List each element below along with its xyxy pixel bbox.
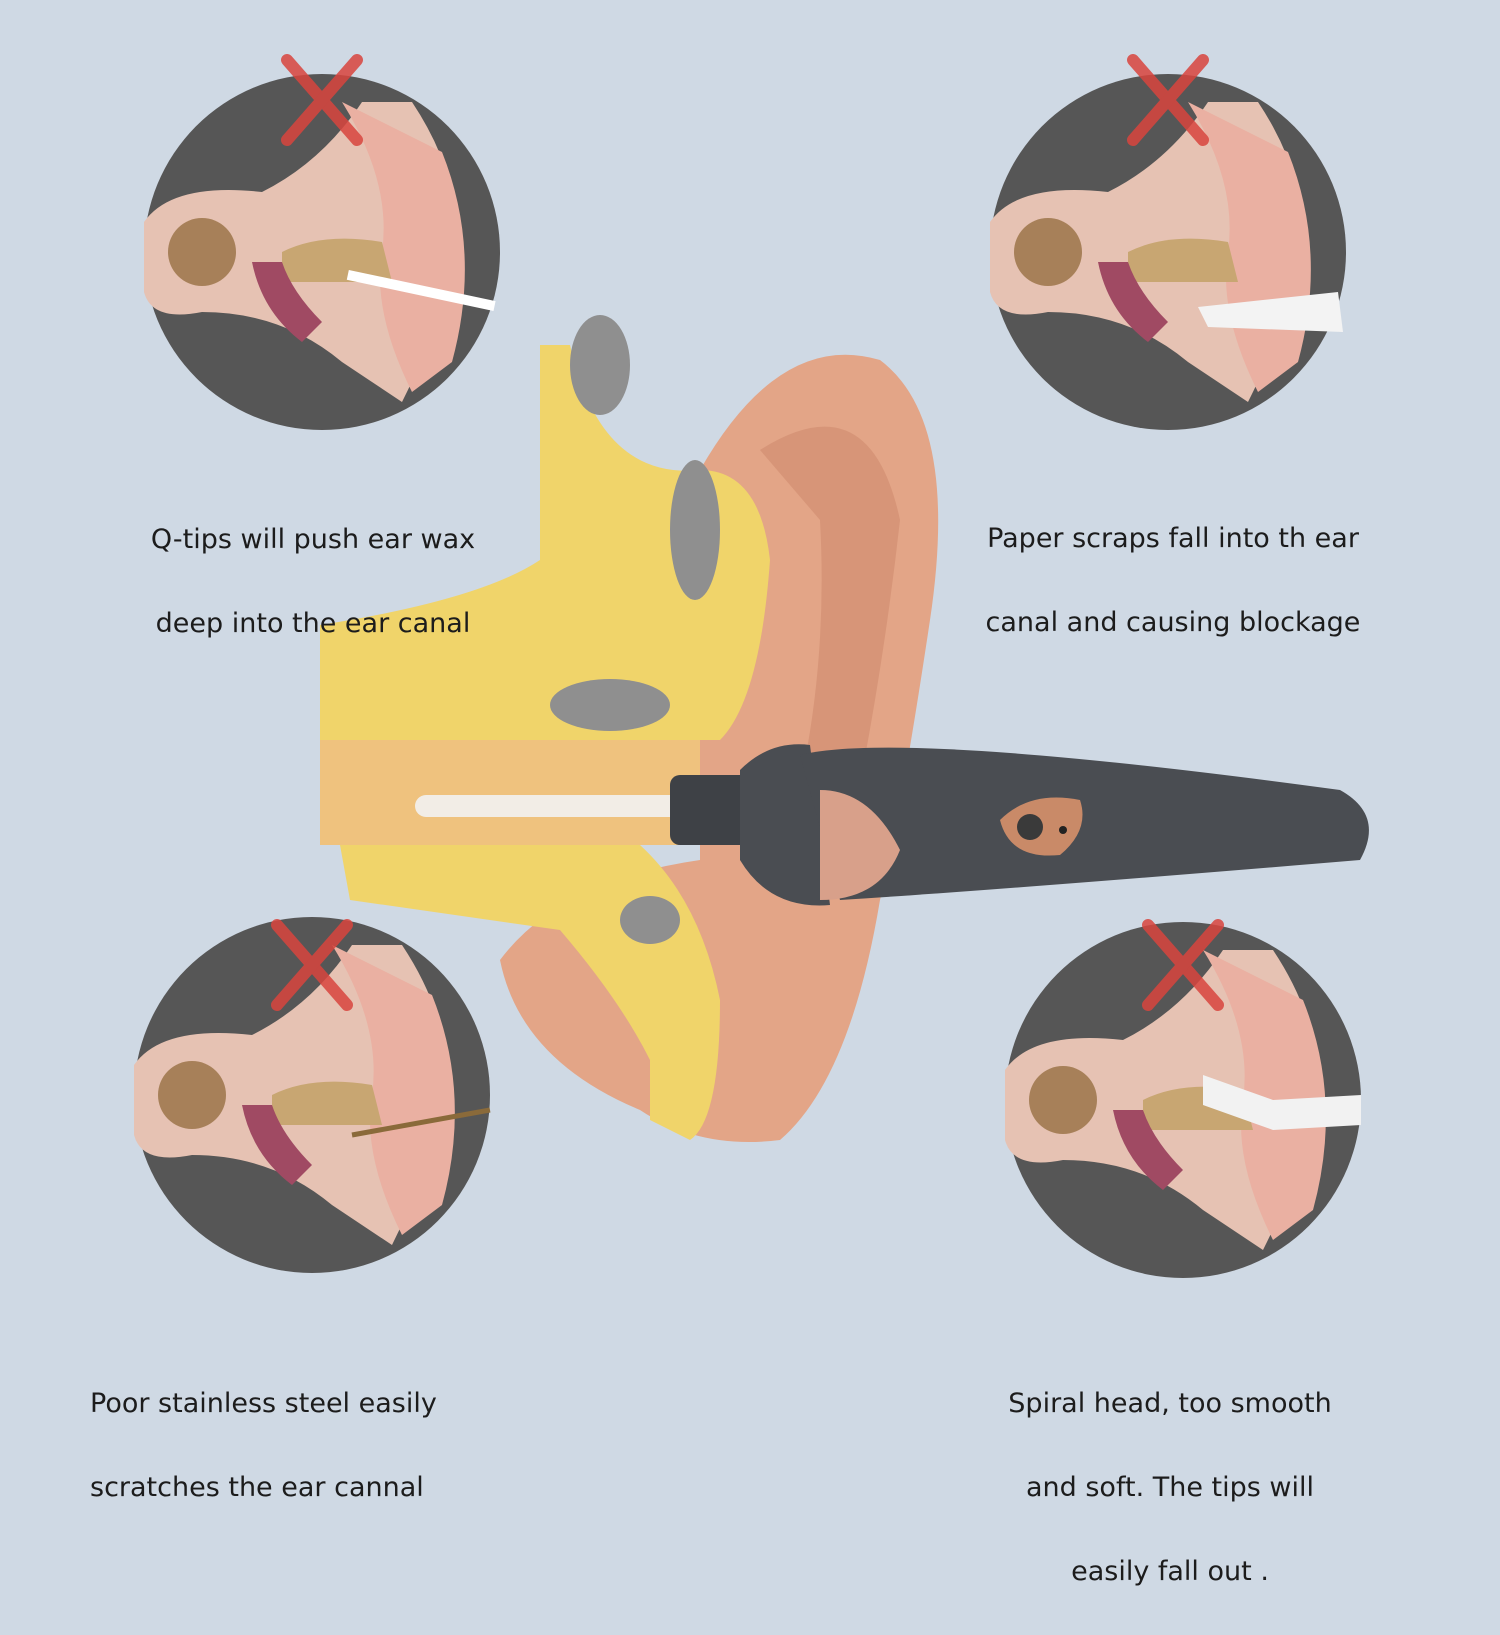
caption-line: Q-tips will push ear wax — [150, 524, 476, 555]
ear-cross-section — [320, 315, 939, 1142]
caption-steel: Poor stainless steel easily scratches th… — [90, 1341, 500, 1551]
caption-line: easily fall out . — [1071, 1556, 1269, 1587]
caption-line: and soft. The tips will — [1025, 1472, 1314, 1503]
caption-line: canal and causing blockage — [985, 607, 1361, 638]
power-button-icon — [1017, 814, 1043, 840]
caption-line: Paper scraps fall into th ear — [987, 523, 1359, 554]
caption-line: Spiral head, too smooth — [1008, 1388, 1332, 1419]
illustration — [134, 0, 1369, 1278]
indicator-light-icon — [1059, 826, 1067, 834]
caption-paper: Paper scraps fall into th ear canal and … — [953, 476, 1393, 686]
caption-spiral: Spiral head, too smooth and soft. The ti… — [970, 1341, 1370, 1635]
panel-spiral-illustration — [1005, 922, 1361, 1278]
caption-line: Poor stainless steel easily — [90, 1388, 437, 1419]
caption-line: deep into the ear canal — [155, 608, 471, 639]
ear-wax-remover-device — [415, 744, 1369, 906]
panel-steel-illustration — [134, 917, 491, 1273]
caption-line: scratches the ear cannal — [90, 1472, 424, 1503]
panel-qtips-illustration — [144, 60, 500, 430]
caption-qtips: Q-tips will push ear wax deep into the e… — [113, 477, 513, 687]
panel-paper-illustration — [990, 60, 1346, 430]
